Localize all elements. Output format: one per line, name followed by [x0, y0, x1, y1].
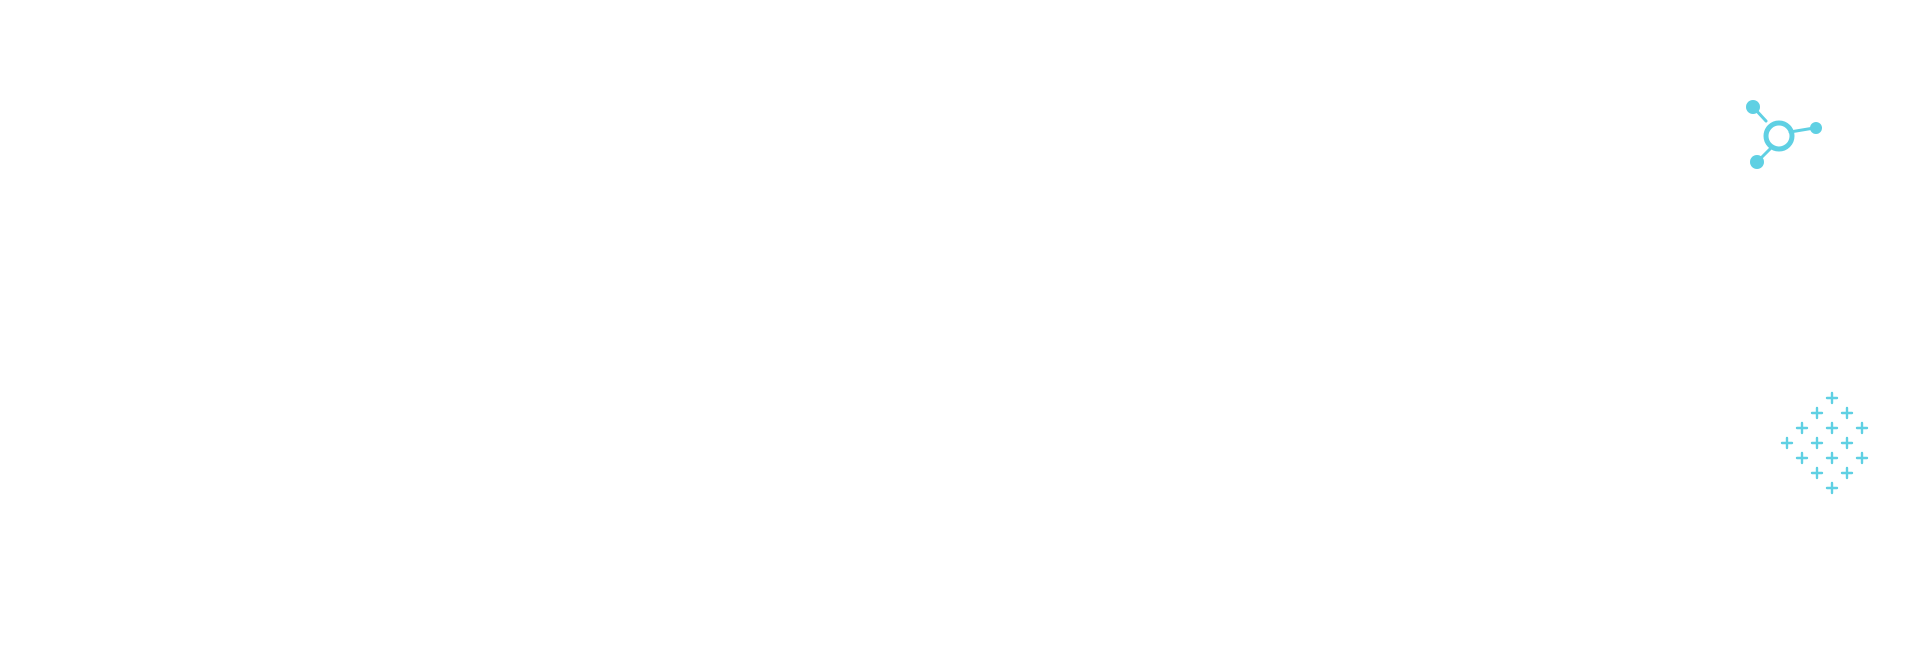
plus-mark [1840, 436, 1854, 450]
molecule-bond-right [1788, 126, 1816, 134]
plus-mark [1825, 481, 1839, 495]
molecule-node-top-left [1746, 100, 1760, 114]
plus-mark [1795, 421, 1809, 435]
molecule-icon [1746, 100, 1822, 169]
plus-grid-icon [1780, 391, 1869, 495]
molecule-ring [1763, 120, 1795, 152]
molecule-node-right [1810, 122, 1822, 134]
plus-mark [1795, 451, 1809, 465]
plus-mark [1825, 421, 1839, 435]
plus-mark [1840, 406, 1854, 420]
plus-mark [1810, 436, 1824, 450]
plus-mark [1855, 451, 1869, 465]
plus-mark [1780, 436, 1794, 450]
plus-mark [1855, 421, 1869, 435]
molecule-node-bottom-left [1750, 155, 1764, 169]
plus-mark [1810, 406, 1824, 420]
plus-mark [1810, 466, 1824, 480]
plus-mark [1825, 391, 1839, 405]
plus-mark [1825, 451, 1839, 465]
plus-mark [1840, 466, 1854, 480]
